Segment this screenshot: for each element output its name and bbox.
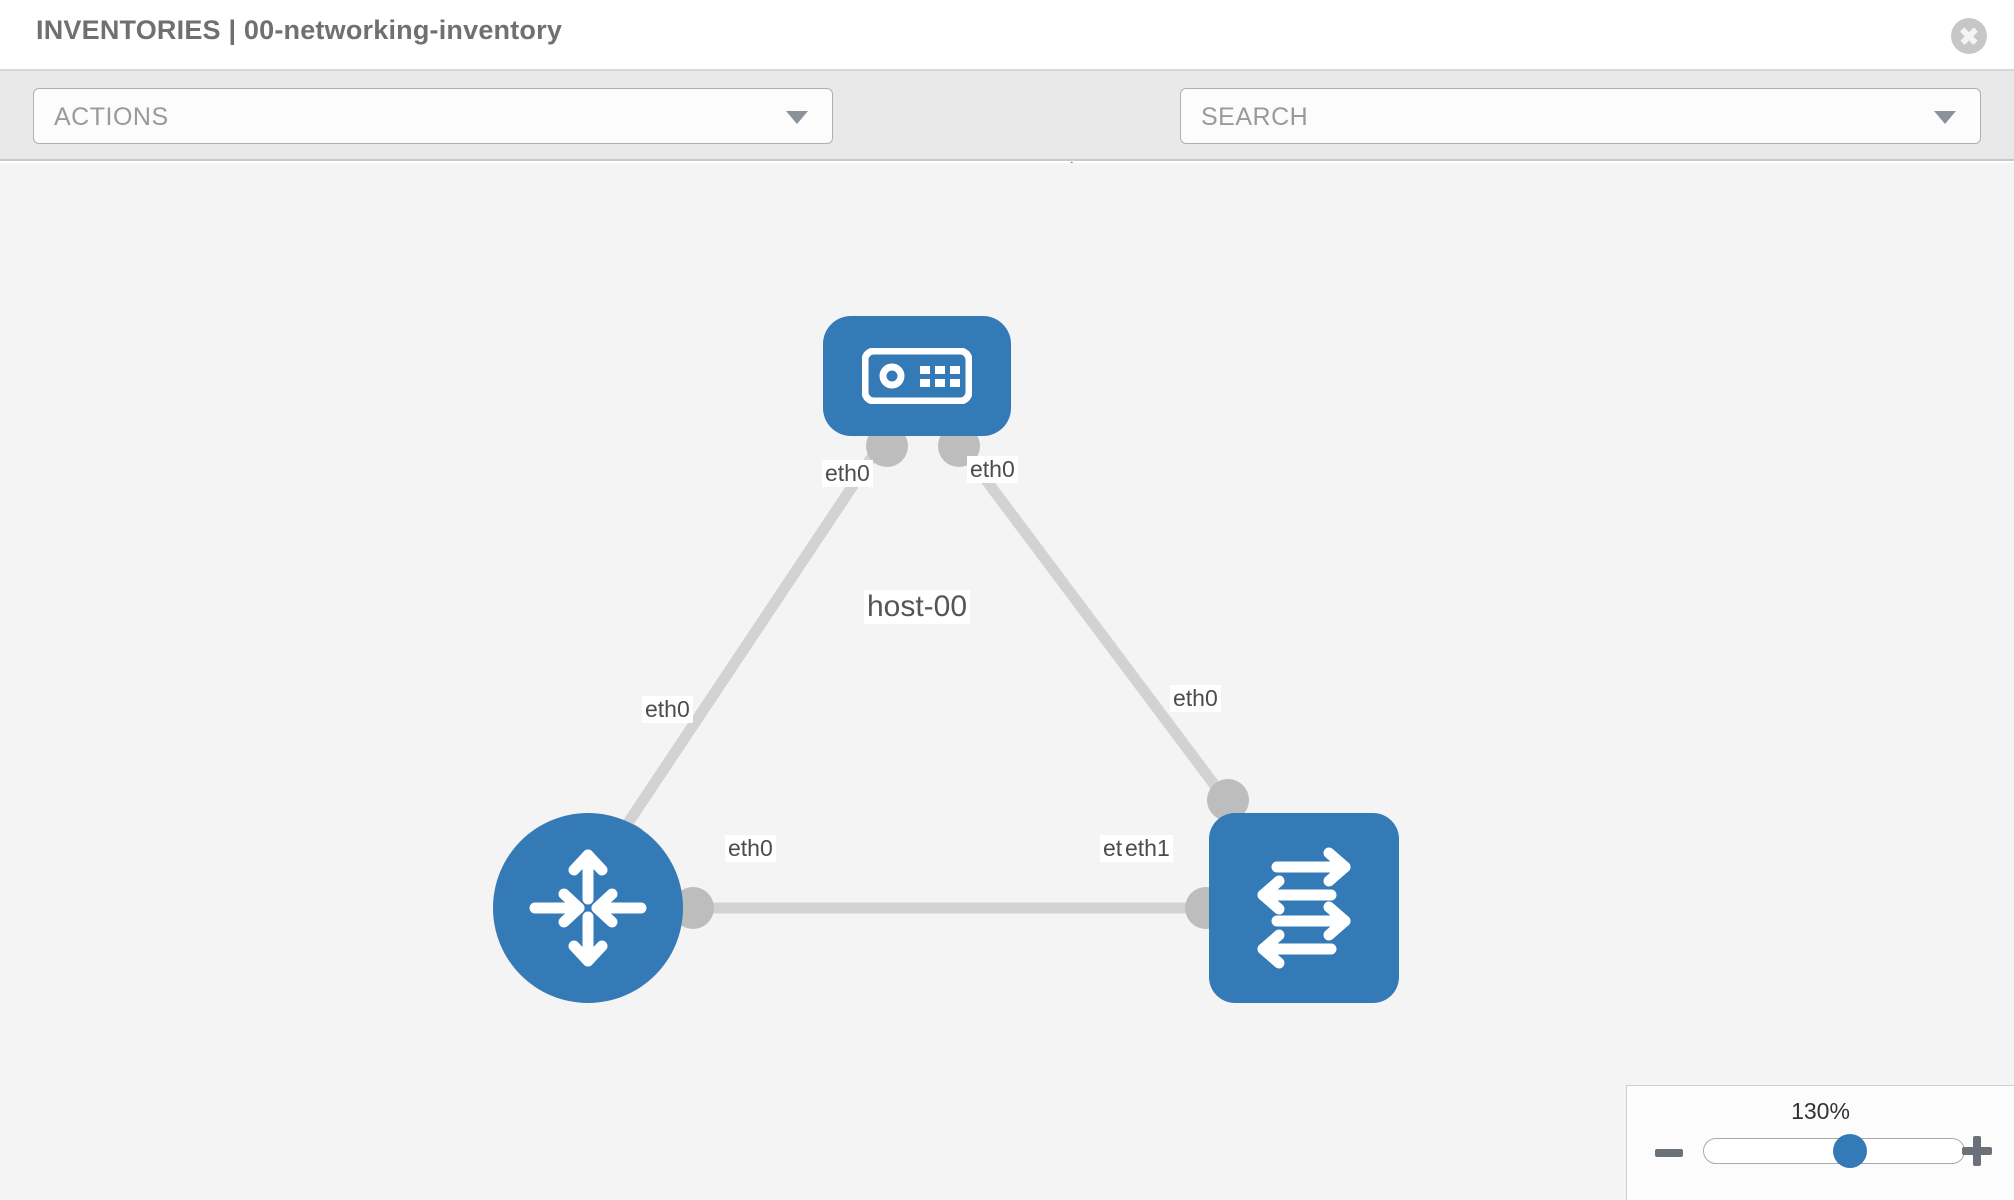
chevron-down-icon [1934, 111, 1956, 124]
edge-label-host-right: eth0 [967, 456, 1018, 483]
switch-node-shape[interactable] [1209, 813, 1399, 1003]
page-header: INVENTORIES | 00-networking-inventory [0, 0, 2014, 71]
page-title: INVENTORIES | 00-networking-inventory [36, 15, 563, 45]
zoom-in-button[interactable] [1962, 1136, 1992, 1166]
zoom-slider-thumb[interactable] [1832, 1134, 1867, 1168]
edge-label-switch-up: eth0 [1170, 685, 1221, 712]
edge-label-router-up: eth0 [642, 696, 693, 723]
close-icon[interactable] [1951, 18, 1987, 54]
switch-arrows-icon [1257, 847, 1351, 969]
search-placeholder: SEARCH [1201, 103, 1309, 131]
node-label-host-00: host-00 [863, 590, 971, 624]
zoom-level-value: 130% [1791, 1098, 1850, 1124]
server-icon [862, 348, 972, 404]
actions-dropdown-label: ACTIONS [54, 103, 169, 131]
zoom-slider[interactable] [1703, 1134, 1965, 1168]
topology-canvas[interactable]: host-00 router-00 [0, 163, 2014, 1200]
router-node-shape[interactable] [493, 813, 683, 1003]
node-host-00[interactable]: host-00 [823, 316, 1011, 624]
toolbar: ACTIONS SEARCH [0, 71, 2014, 199]
router-arrows-icon [529, 849, 647, 967]
chevron-down-icon [786, 111, 808, 124]
edge-label-router-right: eth0 [725, 835, 776, 862]
zoom-control-panel: 130% [1626, 1085, 2014, 1200]
node-router-00[interactable]: router-00 [493, 813, 683, 1003]
edge-label-switch-left-over: eth1 [1122, 835, 1173, 862]
actions-dropdown[interactable]: ACTIONS [33, 88, 833, 144]
node-switch-00[interactable]: switch-00 [1209, 813, 1399, 1003]
topology-edges [615, 444, 1257, 914]
zoom-out-button[interactable] [1655, 1149, 1683, 1157]
host-node-shape[interactable] [823, 316, 1011, 436]
search-input[interactable]: SEARCH [1180, 88, 1981, 144]
edge-label-host-left: eth0 [822, 460, 873, 487]
